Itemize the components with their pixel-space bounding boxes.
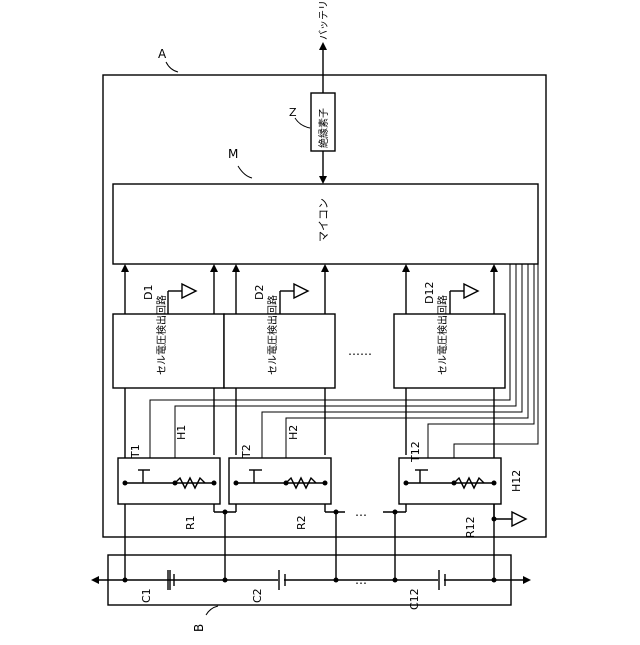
detector-12-text: セル電圧検出回路 xyxy=(436,295,449,375)
isolation-ref: Z xyxy=(289,106,297,119)
unit-a-label: A xyxy=(158,47,167,61)
transistor-1-label: T1 xyxy=(129,444,142,459)
cell-1-label: C1 xyxy=(140,588,153,603)
cell-module-12: T12 H12 R12 xyxy=(399,441,523,538)
detector-ellipsis: …… xyxy=(348,344,372,358)
pack-ellipsis: … xyxy=(355,573,367,587)
detector-1: セル電圧検出回路 D1 xyxy=(113,264,224,388)
isolation-element: 絶縁素子 Z xyxy=(289,75,335,184)
heater-12-label: H12 xyxy=(510,470,523,492)
cell-module-2: T2 H2 R2 xyxy=(229,425,331,530)
detector-2-ref: D2 xyxy=(253,285,266,300)
unit-b-label: B xyxy=(192,624,206,632)
module-interconnect: … xyxy=(214,504,526,580)
resistor-12-label: R12 xyxy=(464,516,477,538)
detector-1-text: セル電圧検出回路 xyxy=(155,295,168,375)
detector-12-ref: D12 xyxy=(423,282,436,304)
battery-ecu-connection: バッテリECU xyxy=(318,0,330,75)
resistor-1-label: R1 xyxy=(184,515,197,530)
micon-ref: M xyxy=(228,147,238,161)
battery-ecu-label: バッテリECU xyxy=(318,0,330,40)
isolation-label: 絶縁素子 xyxy=(317,108,330,148)
micon-label: マイコン xyxy=(317,198,330,242)
detector-2: セル電圧検出回路 D2 xyxy=(224,264,335,388)
cell-2-label: C2 xyxy=(251,588,264,603)
transistor-12-label: T12 xyxy=(409,441,422,463)
heater-2-label: H2 xyxy=(287,425,300,440)
detector-12: セル電圧検出回路 D12 xyxy=(394,264,505,388)
microcomputer: マイコン M xyxy=(113,147,538,264)
detector-1-ref: D1 xyxy=(142,285,155,300)
cell-12-label: C12 xyxy=(408,588,421,610)
resistor-2-label: R2 xyxy=(295,515,308,530)
battery-pack: … C1 C2 C12 B xyxy=(91,555,531,632)
transistor-2-label: T2 xyxy=(240,444,253,459)
heater-1-label: H1 xyxy=(175,425,188,440)
module-ellipsis: … xyxy=(355,505,367,519)
detector-2-text: セル電圧検出回路 xyxy=(266,295,279,375)
cell-module-1: T1 H1 R1 xyxy=(118,425,220,530)
